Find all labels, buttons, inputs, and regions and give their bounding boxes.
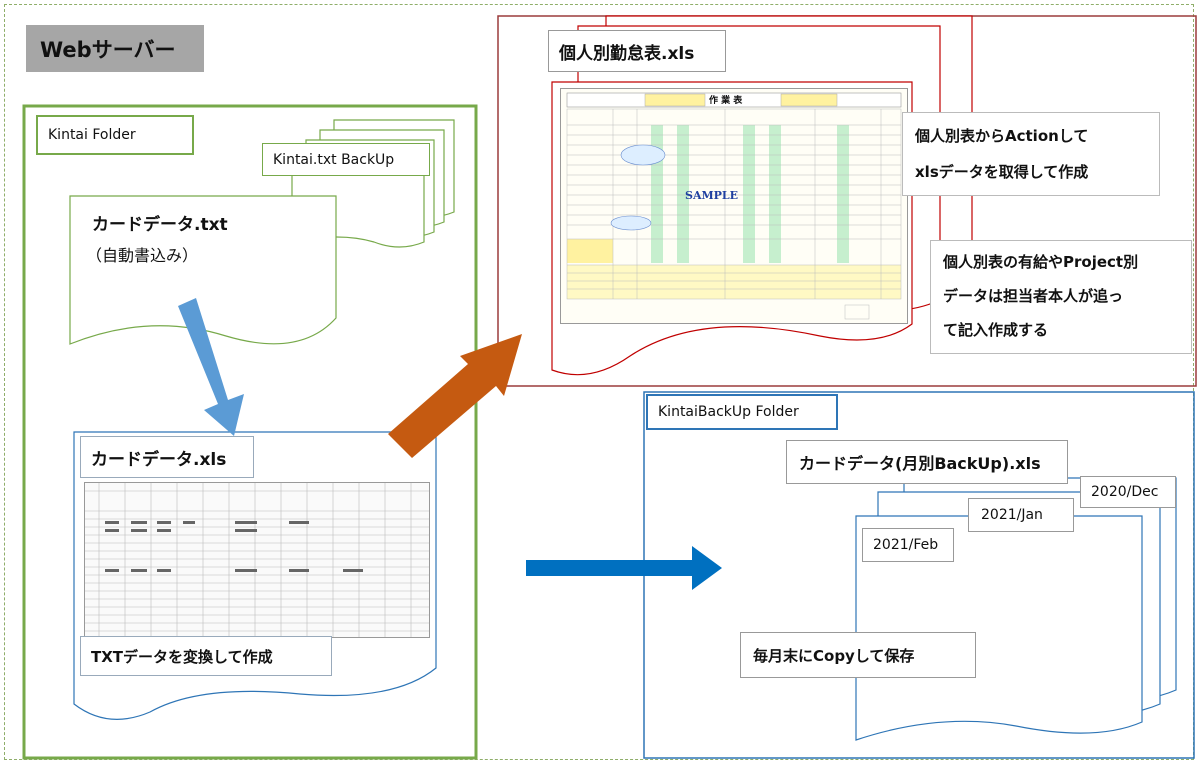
- arrow-xls-to-personal: [388, 334, 522, 458]
- personal-sheet-title: 個人別勤怠表.xls: [548, 30, 726, 72]
- personal-note-manual-line2: データは担当者本人が追っ: [943, 287, 1124, 305]
- server-title: Webサーバー: [26, 25, 204, 72]
- kintai-backup-label: Kintai.txt BackUp: [262, 143, 430, 176]
- personal-note-manual-line1: 個人別表の有給やProject別: [943, 253, 1139, 271]
- arrow-txt-to-xls: [178, 298, 244, 436]
- card-xls-title: カードデータ.xls: [80, 436, 254, 478]
- card-xls-thumbnail: [84, 482, 430, 638]
- card-txt-label-box: カードデータ.txt （自動書込み）: [78, 200, 328, 284]
- personal-note-action: 個人別表からActionして xlsデータを取得して作成: [902, 112, 1160, 196]
- backup-file-title: カードデータ(月別BackUp).xls: [786, 440, 1068, 484]
- backup-month-2020-dec: 2020/Dec: [1080, 476, 1176, 508]
- card-txt-subtitle: （自動書込み）: [86, 246, 199, 265]
- sample-stamp: SAMPLE: [685, 189, 739, 202]
- personal-note-manual-line3: て記入作成する: [943, 321, 1049, 339]
- arrow-xls-to-backup: [526, 546, 722, 590]
- kintai-folder-label: Kintai Folder: [36, 115, 194, 155]
- card-xls-note: TXTデータを変換して作成: [80, 636, 332, 676]
- web-server-boundary: [4, 4, 1194, 760]
- backup-note: 毎月末にCopyして保存: [740, 632, 976, 678]
- personal-note-action-line2: xlsデータを取得して作成: [915, 163, 1089, 181]
- personal-sheet-thumbnail: 作 業 表 SAMPLE: [560, 88, 908, 324]
- personal-sheet-thumb-header: 作 業 表: [709, 96, 743, 106]
- personal-note-manual: 個人別表の有給やProject別 データは担当者本人が追っ て記入作成する: [930, 240, 1192, 354]
- backup-folder-label: KintaiBackUp Folder: [646, 394, 838, 430]
- personal-sheet-grid: [566, 92, 902, 320]
- personal-note-action-line1: 個人別表からActionして: [915, 127, 1089, 145]
- card-xls-grid: [85, 483, 429, 637]
- backup-month-2021-jan: 2021/Jan: [968, 498, 1074, 532]
- card-txt-title: カードデータ.txt: [92, 215, 228, 235]
- kintai-folder-frame: [22, 104, 478, 760]
- backup-month-2021-feb: 2021/Feb: [862, 528, 954, 562]
